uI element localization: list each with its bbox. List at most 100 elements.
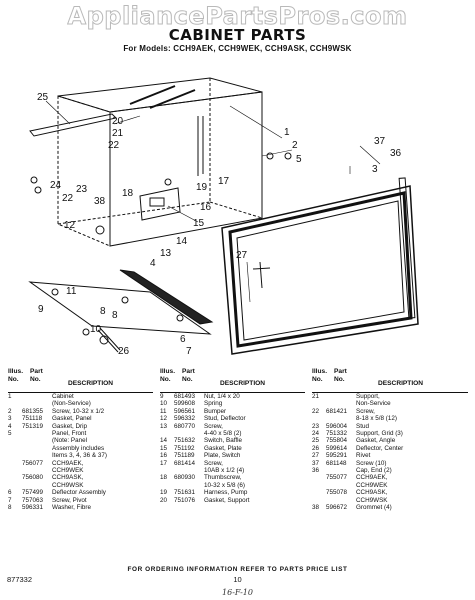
part-number: 751319 [22, 422, 44, 430]
callout-17: 16 [200, 202, 212, 213]
illus-number [312, 489, 326, 496]
illus-number: 4 [8, 422, 12, 430]
header-part: Part [182, 368, 195, 375]
table-row: (Non-Service) [8, 400, 153, 407]
table-row: Assembly includes [8, 445, 153, 452]
part-description: Gasket, Angle [356, 437, 396, 445]
callout-22b: 22 [62, 193, 74, 204]
illus-number [312, 415, 326, 422]
table-row: Items 3, 4, 36 & 37) [8, 452, 153, 459]
part-number: 751076 [174, 496, 196, 504]
illus-number: 5 [8, 430, 12, 438]
page-title: CABINET PARTS [168, 26, 307, 44]
header-part-no: No. [30, 376, 41, 383]
part-number: 599614 [326, 444, 348, 452]
callout-4: 27 [236, 250, 248, 261]
part-number: 596672 [326, 504, 348, 512]
part-number: 595291 [326, 452, 348, 460]
part-description: Grommet (4) [356, 504, 392, 512]
exploded-parts-diagram: 25 20 21 22 1 2 5 37 36 3 24 23 22 38 12… [28, 77, 419, 356]
part-description: Screw, [204, 459, 223, 467]
deflector-drawing [28, 269, 214, 335]
part-description: Screw, 10-32 x 1/2 [52, 407, 105, 415]
part-number [326, 482, 356, 489]
callout-2: 2 [292, 140, 298, 151]
part-number [22, 482, 52, 489]
part-number [326, 467, 356, 474]
table-row: Non-Service [312, 400, 468, 407]
part-description: Gasket, Plate [204, 444, 242, 452]
part-description: CCH9WSK [52, 481, 84, 489]
illus-number [8, 400, 22, 407]
table-row: 10AB x 1/2 (4) [160, 467, 305, 474]
illus-number [312, 497, 326, 504]
header-part-no: No. [182, 376, 193, 383]
part-description: CCH9ASK, [356, 489, 388, 497]
illus-number [8, 482, 22, 489]
callout-38: 12 [64, 220, 76, 231]
part-description: Screw (10) [356, 459, 387, 467]
callout-22a: 22 [108, 140, 120, 151]
part-description: 8-18 x 5/8 (12) [356, 415, 397, 423]
part-number [22, 452, 52, 459]
illus-number: 18 [160, 474, 168, 482]
part-number [326, 400, 356, 407]
part-number: 751631 [174, 489, 196, 497]
part-description: Deflector Assembly [52, 489, 106, 497]
table-row: (Note: Panel [8, 437, 153, 444]
header-no: No. [160, 376, 171, 383]
table-row: CCH9WEK [8, 467, 153, 474]
part-description: Screw, [204, 422, 223, 430]
illus-number: 13 [160, 422, 168, 430]
part-number: 751332 [326, 430, 348, 438]
part-description: Assembly includes [52, 444, 105, 452]
part-description: 4-40 x 5/8 (2) [204, 430, 242, 438]
illus-number [8, 474, 22, 481]
callout-6: 7 [186, 346, 192, 356]
part-number: 756080 [22, 474, 44, 482]
illus-number: 12 [160, 415, 168, 423]
illus-number: 6 [8, 489, 12, 497]
part-number [22, 400, 52, 407]
callout-7: 8 [100, 306, 106, 317]
part-number [326, 497, 356, 504]
callout-23a: 23 [76, 184, 88, 195]
part-description: Gasket, Drip [52, 422, 87, 430]
callout-26: 6 [180, 334, 186, 345]
part-number: 751192 [174, 444, 195, 452]
part-description: Items 3, 4, 36 & 37) [52, 452, 107, 460]
part-description: Deflector, Center [356, 444, 404, 452]
illus-number [8, 452, 22, 459]
illus-number: 19 [160, 489, 168, 497]
callout-37: 37 [374, 136, 386, 147]
part-description: Panel, Front [52, 430, 87, 438]
part-number [22, 393, 52, 400]
header-part: Part [334, 368, 347, 375]
handwritten-note: 16-F-10 [222, 588, 253, 597]
part-number: 599608 [174, 400, 196, 408]
illus-number [312, 474, 326, 481]
part-description: Cabinet [52, 393, 74, 400]
callout-1: 1 [284, 127, 290, 138]
illus-number: 9 [160, 393, 164, 400]
illus-number [312, 482, 326, 489]
part-number: 751632 [174, 437, 196, 445]
part-description: Cap, End (2) [356, 467, 392, 475]
part-description: Harness, Pump [204, 489, 248, 497]
part-description: CCH9ASK, [52, 474, 84, 482]
callout-11: 9 [38, 304, 44, 315]
callout-19: 17 [218, 176, 230, 187]
